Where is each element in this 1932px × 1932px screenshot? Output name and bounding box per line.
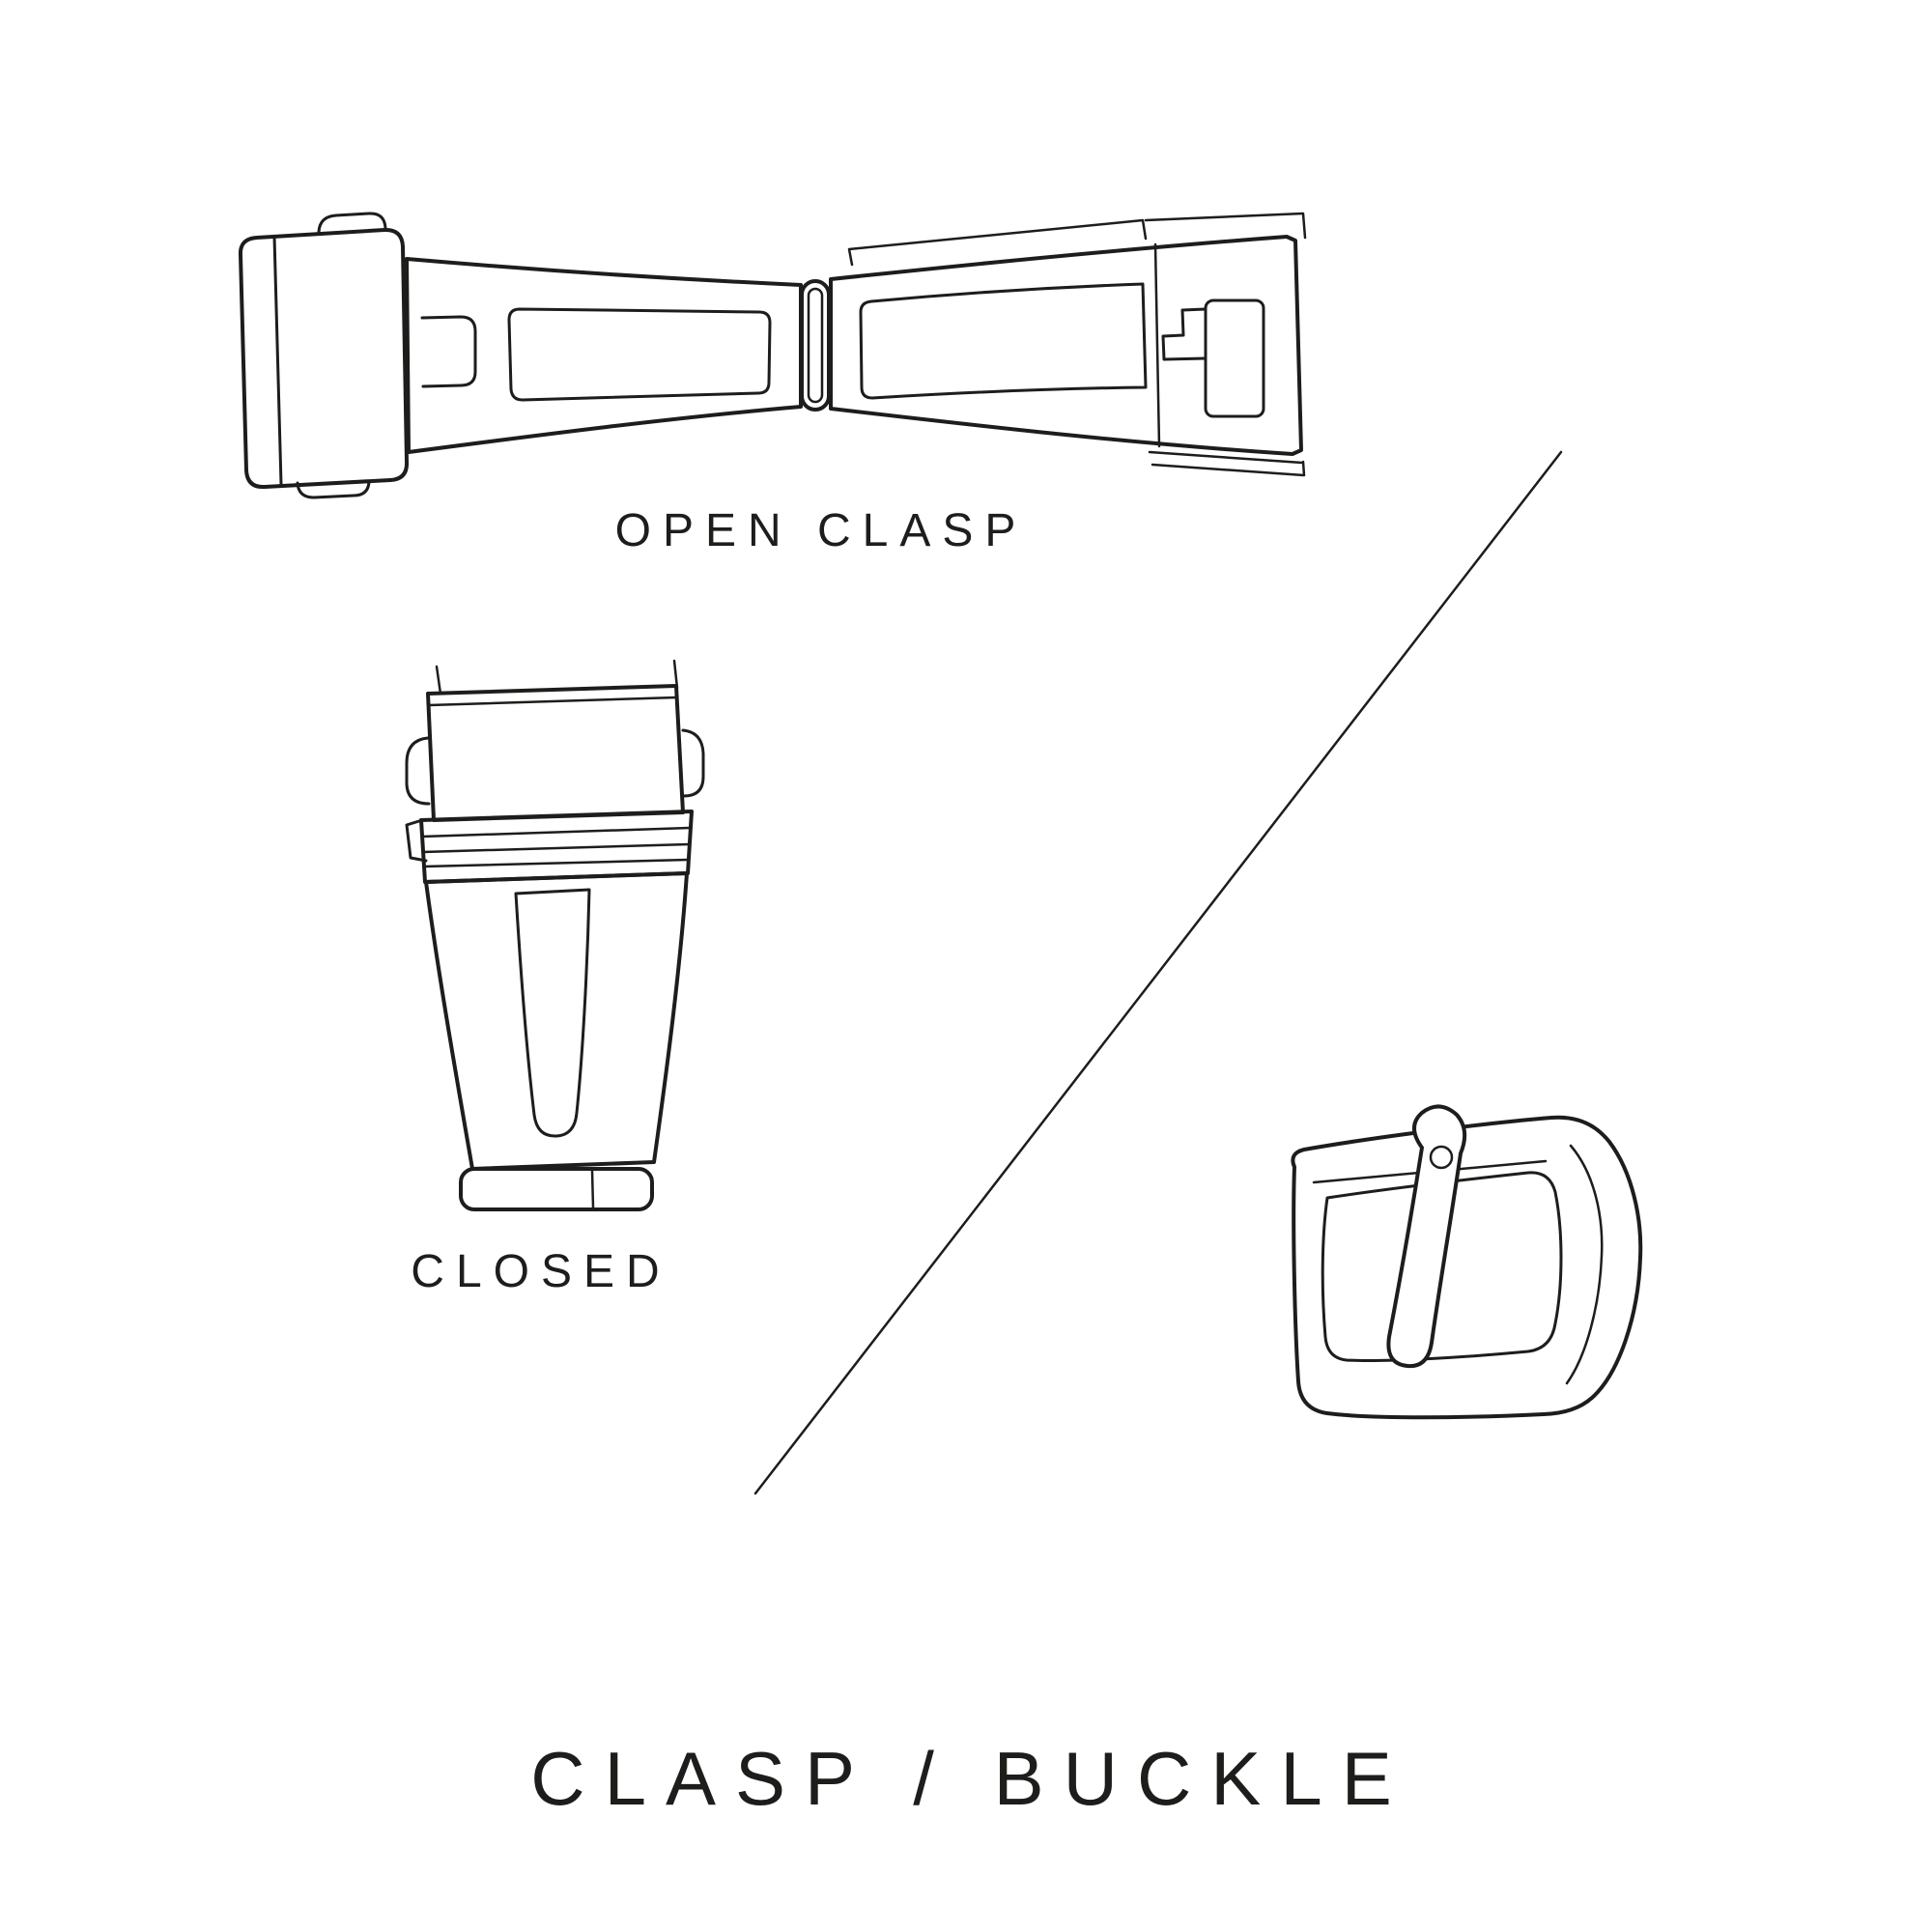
open-clasp-left-link-cutout [507,307,772,402]
open-clasp-right-fold-line [1153,242,1161,448]
closed-clasp-illustration: CLOSED [405,659,705,1297]
closed-clasp-flange-left-tab [405,818,428,863]
closed-clasp-foot [459,1167,654,1211]
closed-clasp-side-ears [405,728,705,806]
open-clasp-end-piece-outline [238,227,410,490]
open-clasp-hinge [800,279,831,412]
closed-clasp-top-box [426,684,685,822]
open-clasp-top-blade-lines [847,212,1307,267]
open-clasp-end-piece-top-tab [317,212,387,234]
open-clasp-end-piece-edge-line [272,235,283,486]
buckle-frame-inner-opening [1321,1171,1563,1362]
closed-label: CLOSED [411,1246,670,1297]
open-clasp-hinge-pin [807,287,824,404]
buckle-tongue-loop [1429,1145,1454,1170]
closed-clasp-body [424,871,689,1171]
buckle-tongue [1386,1104,1467,1369]
closed-clasp-flange-lines [420,826,692,868]
open-clasp-right-link-cutout [859,282,1148,400]
open-clasp-bottom-blade-lines [1148,450,1306,477]
buckle-frame-outline [1291,1115,1643,1420]
closed-clasp-flange [419,810,694,884]
tang-buckle-illustration [1291,1104,1643,1420]
closed-clasp-prongs [435,659,679,696]
closed-clasp-body-slot [514,888,591,1138]
open-clasp-buckle-opening [1204,298,1265,418]
open-clasp-left-link-notch [420,315,477,388]
open-clasp-right-link-outline [829,235,1303,456]
open-clasp-left-link-outline [405,257,803,454]
closed-clasp-foot-line [590,1169,595,1209]
open-clasp-label: OPEN CLASP [615,505,1028,556]
open-clasp-end-piece-bottom-tab [296,480,371,499]
page-title: CLASP / BUCKLE [530,1736,1411,1821]
open-clasp-illustration: OPEN CLASP [238,212,1307,556]
closed-clasp-top-box-edge-line [427,696,678,707]
open-clasp-hook [1161,307,1208,361]
buckle-right-band-contour [1565,1144,1604,1385]
divider-line [753,450,1563,1495]
